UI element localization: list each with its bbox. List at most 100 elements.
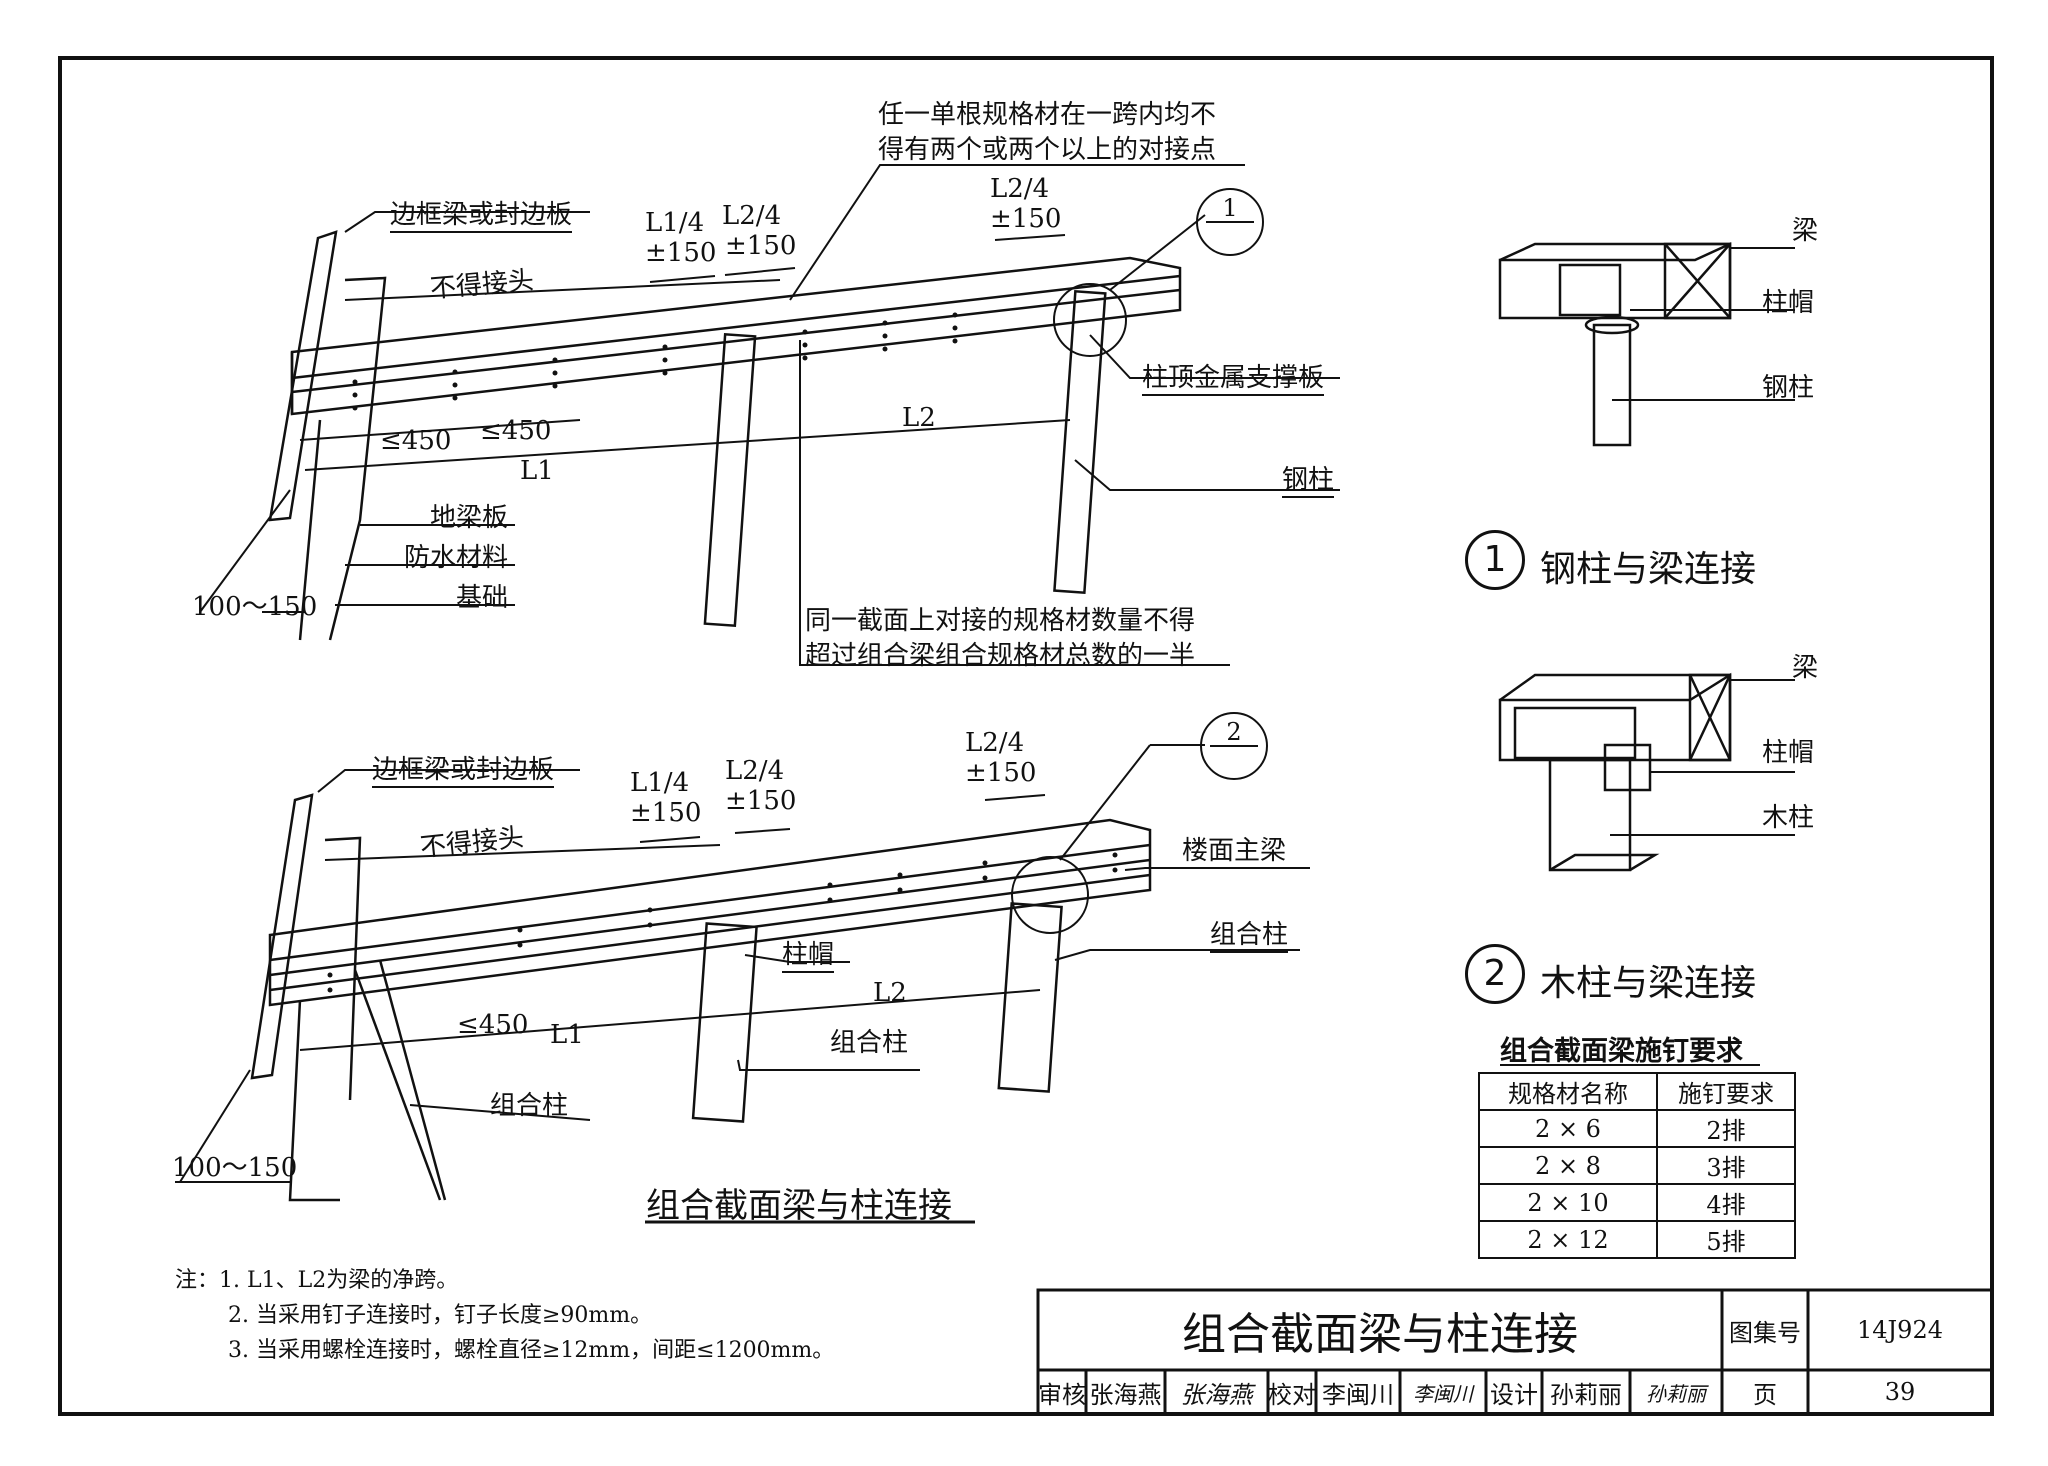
detail1-drawing [1498,242,1795,447]
designer-signature: 孙莉丽 [1646,1381,1706,1406]
table-cell: 2 × 6 [1478,1109,1658,1148]
table-header-cell: 施钉要求 [1656,1072,1796,1111]
d1-steel-col-label: 钢柱 [1282,467,1335,498]
d1-dim-pm150-c: ±150 [990,204,1062,234]
d1-dim-l2-4-a: L2/4 [722,201,782,231]
table-cell: 4排 [1656,1183,1796,1222]
title-block-title: 组合截面梁与柱连接 [1182,1309,1578,1360]
checker-name: 李闽川 [1322,1380,1394,1409]
d2-comp-col-a-label: 组合柱 [1210,922,1289,953]
d1-L2: L2 [902,403,936,433]
table-cell: 2 × 12 [1478,1220,1658,1259]
comp-col-mid [691,922,758,1123]
det2-beam-label: 梁 [1792,653,1819,683]
d1-detail-bubble: 1 — [1196,188,1264,256]
steel-col-right [1053,289,1107,595]
note-line-2: 2. 当采用钉子连接时，钉子长度≥90mm。 [228,1303,653,1328]
d2-caption: 组合截面梁与柱连接 [646,1186,952,1226]
d1-bubble-top: 1 [1222,194,1238,222]
comp-col-right [997,902,1063,1093]
table-header-cell: 规格材名称 [1478,1072,1658,1111]
page-label: 页 [1753,1380,1777,1409]
d2-main-beam-label: 楼面主梁 [1182,838,1287,869]
det1-beam-label: 梁 [1792,216,1819,246]
d2-dim-l2-4-b: L2/4 [965,728,1025,758]
d2-le450: ≤450 [457,1010,529,1040]
d1-dim-pm150-b: ±150 [725,231,797,261]
d2-edge-beam-label: 边框梁或封边板 [372,757,555,788]
d2-cap-label: 柱帽 [782,942,835,973]
det2-number: 2 [1465,944,1525,1004]
d1-dim-l1-4: L1/4 [645,208,705,238]
d1-bubble-bot: — [1198,224,1262,248]
d1-ground-beam-label: 地梁板 [430,503,509,533]
design-label: 设计 [1490,1380,1538,1409]
d2-L1: L1 [550,1020,584,1050]
d2-comp-col-c-label: 组合柱 [490,1091,569,1121]
det1-steel-col-label: 钢柱 [1762,373,1815,403]
page-number: 39 [1884,1378,1916,1406]
note-line-3: 3. 当采用螺栓连接时，螺栓直径≥12mm，间距≤1200mm。 [228,1338,835,1363]
table-row: 2 × 10 4排 [1478,1183,1796,1222]
d1-le450-a: ≤450 [380,426,452,456]
note-line-1: 注：1. L1、L2为梁的净跨。 [175,1268,459,1293]
diagram1-drawing [199,164,1340,666]
check-label: 校对 [1268,1380,1316,1409]
detail2-drawing [1498,672,1795,872]
d2-comp-col-b-label: 组合柱 [830,1028,909,1058]
d1-note-mid-2: 超过组合梁组合规格材总数的一半 [805,641,1196,671]
d2-L2: L2 [873,978,907,1008]
d1-plate-label: 柱顶金属支撑板 [1142,365,1325,396]
table-header-row: 规格材名称 施钉要求 [1478,1072,1796,1111]
atlas-label: 图集号 [1729,1318,1801,1347]
checker-signature: 李闽川 [1413,1381,1473,1406]
designer-name: 孙莉丽 [1550,1380,1622,1409]
table-cell: 5排 [1656,1220,1796,1259]
det2-title: 木柱与梁连接 [1540,963,1757,1004]
sheet-frame [58,56,1994,1416]
det1-cap-label: 柱帽 [1762,288,1815,318]
det2-wood-col-label: 木柱 [1762,803,1815,833]
d1-L1: L1 [520,456,554,486]
table-cell: 2 × 10 [1478,1183,1658,1222]
table-cell: 3排 [1656,1146,1796,1185]
d2-detail-bubble: 2 — [1200,712,1268,780]
d1-dim-pm150-a: ±150 [645,238,717,268]
d2-dim-pm150-b: ±150 [725,786,797,816]
beam-body-2 [268,818,1152,1007]
table-row: 2 × 6 2排 [1478,1109,1796,1148]
d1-note-mid-1: 同一截面上对接的规格材数量不得 [805,606,1196,636]
d2-bubble-top: 2 [1226,718,1242,746]
nail-table: 规格材名称 施钉要求 2 × 6 2排 2 × 8 3排 2 × 10 4排 2… [1478,1072,1796,1259]
reviewer-signature: 张海燕 [1180,1380,1253,1409]
edge-board-2 [250,793,314,1080]
d2-dim-l1-4: L1/4 [630,768,690,798]
d1-note-top-1: 任一单根规格材在一跨内均不 [878,100,1217,130]
edge-board [268,230,338,522]
d2-bubble-bot: — [1202,748,1266,772]
det1-number: 1 [1465,530,1525,590]
d1-foundation-label: 基础 [456,583,509,613]
det2-cap-label: 柱帽 [1762,738,1815,768]
d2-dim-pm150-a: ±150 [630,798,702,828]
table-cell: 2排 [1656,1109,1796,1148]
diagram2-drawing [175,744,1310,1224]
det1-title: 钢柱与梁连接 [1540,549,1757,590]
d2-dim-pm150-c: ±150 [965,758,1037,788]
nail-table-title: 组合截面梁施钉要求 [1500,1036,1743,1067]
title-block-grid [1036,1288,1994,1416]
atlas-number: 14J924 [1857,1316,1943,1344]
d2-dim-100-150: 100～150 [172,1153,298,1183]
d1-dim-l2-4-b: L2/4 [990,174,1050,204]
nail-dots [327,312,1118,993]
table-cell: 2 × 8 [1478,1146,1658,1185]
table-row: 2 × 12 5排 [1478,1220,1796,1259]
table-row: 2 × 8 3排 [1478,1146,1796,1185]
d1-waterproof-label: 防水材料 [404,543,509,573]
steel-col-mid [703,332,757,628]
d2-dim-l2-4-a: L2/4 [725,756,785,786]
d1-note-top-2: 得有两个或两个以上的对接点 [878,135,1217,165]
d1-dim-100-150: 100～150 [192,592,318,622]
reviewer-name: 张海燕 [1089,1380,1162,1409]
